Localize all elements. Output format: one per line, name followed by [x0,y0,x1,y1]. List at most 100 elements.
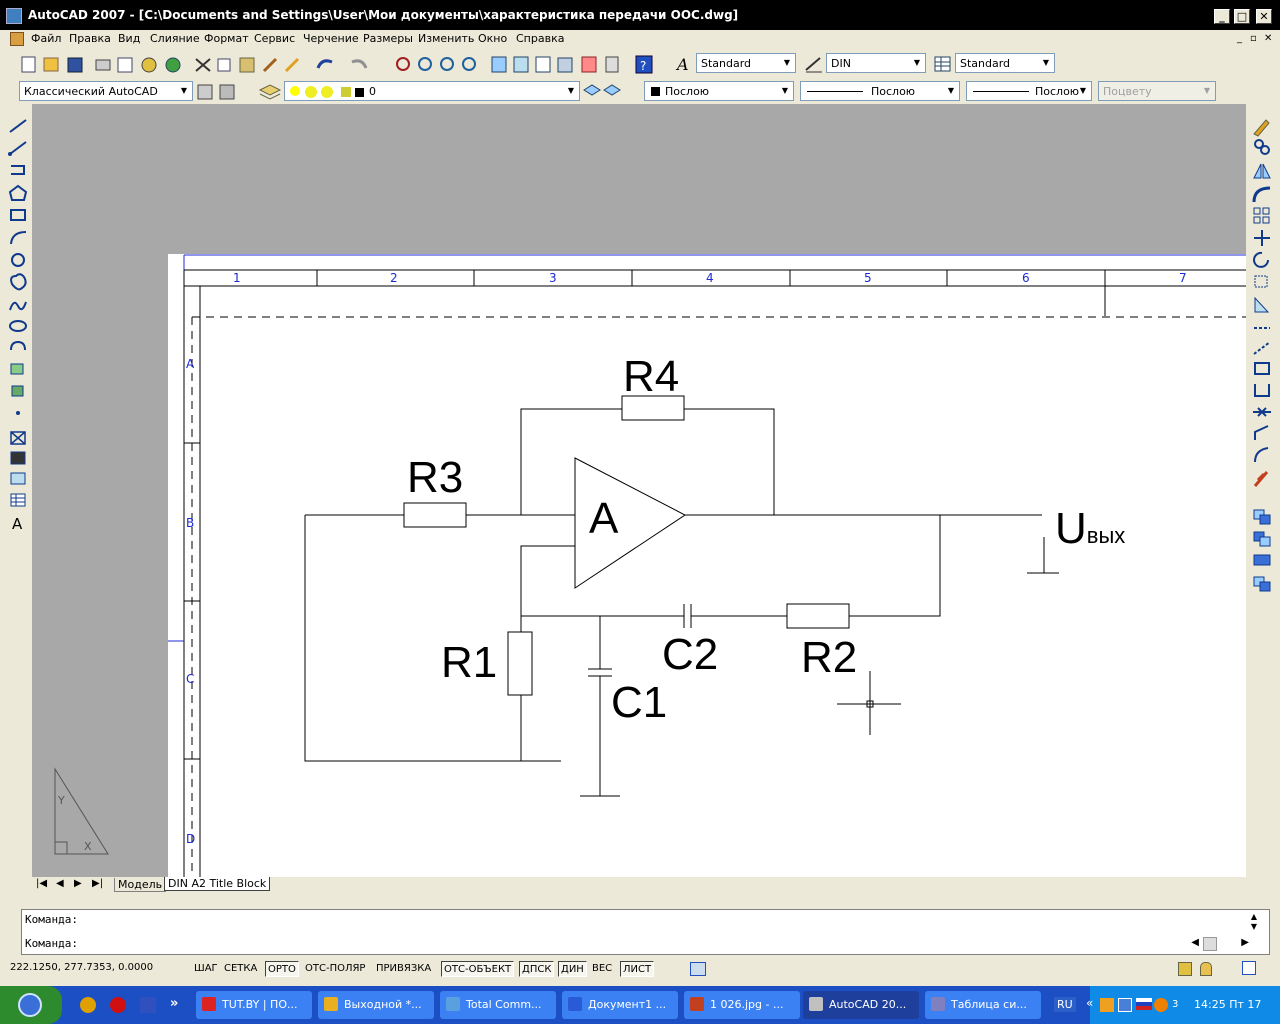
menu-draw[interactable]: Черчение [303,32,359,45]
otrack-toggle[interactable]: ОТС-ОБЪЕКТ [441,961,515,977]
menu-file[interactable]: Файл [31,32,62,45]
drawing-canvas[interactable]: 1 2 3 4 5 6 7 A B C D [32,104,1246,878]
polar-toggle[interactable]: ОТС-ПОЛЯР [305,963,366,974]
table-style-icon[interactable] [933,54,953,74]
menu-window[interactable]: Окно [478,32,508,45]
snap-toggle[interactable]: ШАГ [194,963,218,974]
dim-style-select[interactable]: DIN▼ [826,53,926,73]
tray-app-icon[interactable] [1100,998,1114,1012]
osnap-toggle[interactable]: ПРИВЯЗКА [376,963,432,974]
layer-state-icons[interactable] [582,82,622,102]
clean-screen-icon[interactable] [1242,961,1256,975]
paper-toggle[interactable]: ЛИСТ [620,961,655,977]
menu-tools[interactable]: Сервис [254,32,296,45]
task-button[interactable]: Таблица си... [925,991,1041,1019]
menu-view[interactable]: Вид [118,32,141,45]
task-button-active[interactable]: AutoCAD 20... [803,991,919,1019]
autocad-app-icon[interactable] [6,8,22,24]
tray-flag-icon[interactable] [1136,998,1152,1010]
scroll-thumb[interactable] [1203,937,1217,951]
op-amp-label: A [589,494,619,543]
task-button[interactable]: Total Comm... [440,991,556,1019]
ortho-toggle[interactable]: ОРТО [265,961,299,977]
quicklaunch-browser-icon[interactable] [80,997,96,1013]
menu-dimension[interactable]: Размеры [363,32,413,45]
task-button[interactable]: TUT.BY | ПО... [196,991,312,1019]
scroll-up-icon[interactable]: ▲ [1250,912,1257,921]
table-style-select[interactable]: Standard▼ [955,53,1055,73]
menu-merge[interactable]: Слияние [150,32,200,45]
tray-expand-icon[interactable]: « [1086,996,1094,1010]
draw-toolbar-icons[interactable]: A [6,114,30,534]
grid-toggle[interactable]: СЕТКА [224,963,258,974]
color-select[interactable]: Послою▼ [644,81,794,101]
svg-text:A: A [12,515,23,533]
comm-center-icon[interactable] [1178,962,1192,976]
text-style-icon[interactable]: A [674,54,694,74]
workspace-select[interactable]: Классический AutoCAD▼ [19,81,193,101]
close-button[interactable]: ✕ [1256,9,1272,24]
ducs-toggle[interactable]: ДПСК [519,961,555,977]
scroll-left-icon[interactable]: ◀ [1191,937,1199,948]
minimize-button[interactable]: _ [1214,9,1230,24]
clock[interactable]: 14:25 Пт 17 [1194,998,1262,1011]
command-prompt-line[interactable]: Команда: [25,937,78,950]
document-icon[interactable] [10,32,24,46]
ucs-x-label: X [84,840,92,853]
modify-toolbar [1250,114,1274,594]
doc-close-button[interactable]: ✕ [1264,33,1273,44]
workspace-settings-icons[interactable] [196,82,238,102]
dim-style-icon[interactable] [804,54,824,74]
lineweight-toggle[interactable]: ВЕС [592,963,613,974]
sheet-col-number: 5 [864,271,872,285]
c1-label: C1 [611,678,668,727]
command-window[interactable]: Команда: Команда: ▲ ▼ ◀ ▶ [21,909,1270,955]
linetype-select[interactable]: Послою▼ [800,81,960,101]
prev-tab-arrow[interactable]: ◀ [56,878,64,889]
coordinates-readout: 222.1250, 277.7353, 0.0000 [10,962,154,973]
text-style-select[interactable]: Standard▼ [696,53,796,73]
tray-opera-icon[interactable] [1154,998,1168,1012]
standard-toolbar-icons[interactable]: ? [18,54,678,78]
doc-restore-button[interactable]: ▫ [1250,33,1257,44]
last-tab-arrow[interactable]: ▶| [92,878,104,889]
resistor-r2 [786,603,850,629]
title-block-frame [168,254,1246,878]
layer-manager-icon[interactable] [258,82,282,102]
menu-format[interactable]: Формат [204,32,249,45]
task-button[interactable]: Документ1 ... [562,991,678,1019]
menu-edit[interactable]: Правка [69,32,111,45]
layout-tabs-bar: |◀ ◀ ▶ ▶| Модель DIN A2 Title Block [32,877,1246,893]
task-button[interactable]: 1 026.jpg - ... [684,991,800,1019]
ucs-y-label: Y [58,794,65,807]
quicklaunch-opera-icon[interactable] [110,997,126,1013]
scroll-down-icon[interactable]: ▼ [1250,922,1257,931]
dyn-toggle[interactable]: ДИН [558,961,587,977]
start-button[interactable] [0,986,62,1024]
svg-text:A: A [675,55,689,74]
language-indicator[interactable]: RU [1054,997,1076,1012]
output-voltage-sub: вых [1086,523,1126,548]
menu-modify[interactable]: Изменить [418,32,475,45]
tab-layout-din-a2[interactable]: DIN A2 Title Block [164,877,271,891]
quicklaunch-more-icon[interactable]: » [170,996,179,1011]
paper-sheet: 1 2 3 4 5 6 7 A B C D [168,254,1246,878]
quicklaunch-save-icon[interactable] [140,997,156,1013]
first-tab-arrow[interactable]: |◀ [36,878,48,889]
maximize-button[interactable]: □ [1234,9,1250,24]
next-tab-arrow[interactable]: ▶ [74,878,82,889]
maximize-viewport-icon[interactable] [690,962,706,976]
tab-model[interactable]: Модель [114,878,167,892]
layer-select[interactable]: 0▼ [284,81,580,101]
scroll-right-icon[interactable]: ▶ [1241,937,1249,948]
c2-label: C2 [662,630,719,679]
tray-network-icon[interactable] [1118,998,1132,1012]
windows-logo-icon [18,993,42,1017]
crosshair-cursor [837,671,901,735]
lock-icon[interactable] [1200,962,1212,976]
menu-help[interactable]: Справка [516,32,565,45]
modify-toolbar-icons[interactable] [1250,114,1274,594]
task-button[interactable]: Выходной *... [318,991,434,1019]
lineweight-select[interactable]: Послою▼ [966,81,1092,101]
doc-minimize-button[interactable]: _ [1237,33,1242,44]
